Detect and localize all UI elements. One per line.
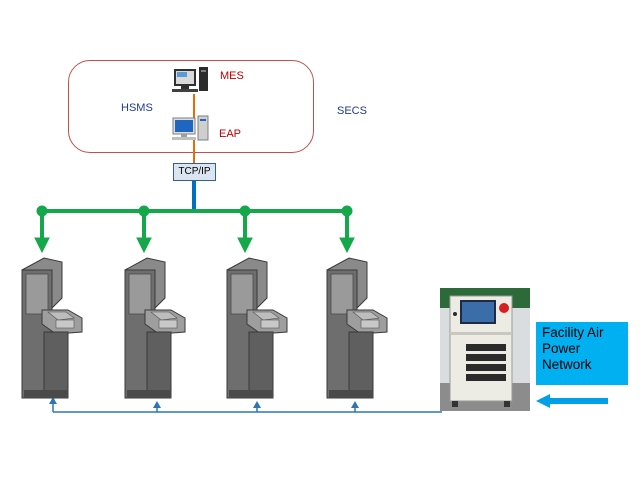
facility-line-2: Power [542,341,581,356]
facility-line-1: Facility Air [542,325,604,340]
bus-arrow-4 [339,237,355,254]
mes-computer-icon [172,67,208,92]
eap-label: EAP [219,128,242,140]
eap-computer-icon [172,115,209,141]
tcp-ip-box: TCP/IP [173,163,216,181]
hsms-label: HSMS [121,102,153,114]
mes-label: MES [220,70,244,82]
equipment-station-icon [226,257,288,399]
equipment-station-icon [21,257,83,399]
secs-label: SECS [337,105,367,117]
bus-drops [34,205,355,254]
facility-arrow [536,394,608,408]
bus-arrow-3 [237,237,253,254]
cabinet-drawers [466,344,506,381]
air-power-line [49,397,442,413]
host-system-box [68,60,314,153]
facility-line-3: Network [542,357,592,372]
equipment-station-icon [124,257,186,399]
bus-arrow-2 [136,237,152,254]
facility-cabinet-icon [440,288,530,411]
equipment-station-icon [326,257,388,399]
bus-arrow-1 [34,237,50,254]
facility-air-power-network-box: Facility Air Power Network [536,322,628,385]
